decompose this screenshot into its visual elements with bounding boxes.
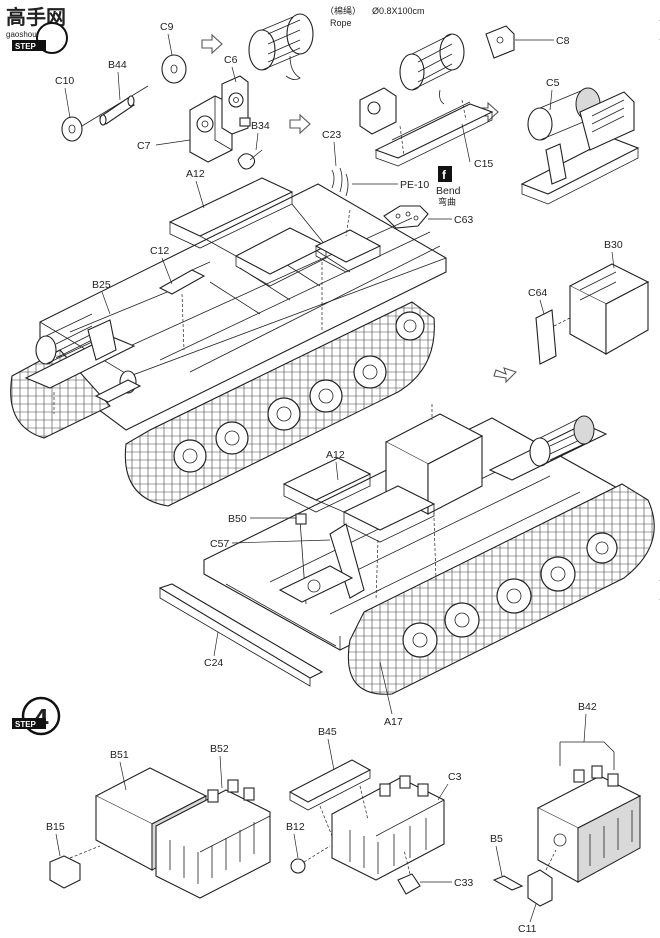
part-C10-disc [61, 116, 83, 142]
hull-assembly-upper [10, 177, 447, 507]
label-C8: C8 [556, 35, 570, 47]
rope-label-size: Ø0.8X100cm [372, 6, 425, 16]
label-C9: C9 [160, 21, 174, 33]
label-C24: C24 [204, 657, 223, 669]
part-engine-B42 [536, 741, 642, 883]
label-PE-10: PE-10 [400, 179, 429, 191]
label-B42: B42 [578, 701, 597, 713]
label-C33: C33 [454, 877, 473, 889]
step-word-upper: STEP [15, 42, 37, 51]
hull-assembly-lower [158, 404, 655, 695]
label-C6: C6 [224, 54, 238, 66]
label-C63: C63 [454, 214, 473, 226]
bend-icon: f [442, 168, 447, 182]
label-B44: B44 [108, 59, 127, 71]
part-B44-axle [81, 85, 149, 127]
watermark-logo: 高手网 gaoshou.com [6, 5, 66, 39]
step-4-word: STEP [15, 720, 37, 729]
label-C11: C11 [518, 923, 537, 935]
label-C64: C64 [528, 287, 547, 299]
part-engine-B51-B52 [94, 767, 271, 899]
label-B50: B50 [228, 513, 247, 525]
part-C5-winch [520, 87, 640, 205]
label-B34: B34 [251, 120, 270, 132]
part-C33 [397, 849, 421, 895]
bend-note: f Bend 弯曲 [436, 166, 461, 207]
part-C11 [527, 849, 557, 907]
part-C63-plate [383, 205, 429, 229]
part-B30-box [568, 263, 650, 355]
watermark-url: gaoshou.com [6, 30, 54, 39]
label-C12: C12 [150, 245, 169, 257]
label-C15: C15 [474, 158, 493, 170]
label-C3: C3 [448, 771, 462, 783]
label-C7: C7 [137, 140, 151, 152]
rope-label-cn: （棉绳） [325, 5, 361, 16]
step-4-badge: 4 STEP [12, 696, 61, 736]
part-B34-fitting [237, 149, 263, 170]
flow-arrow-2 [289, 113, 311, 135]
label-B5: B5 [490, 833, 503, 845]
bend-label-en: Bend [436, 185, 461, 197]
label-B30: B30 [604, 239, 623, 251]
part-C23-PE10 [331, 167, 349, 197]
flow-arrow-4 [493, 367, 518, 384]
step-badge-upper: STEP [12, 22, 68, 54]
part-C64-plate [535, 309, 571, 365]
label-B52: B52 [210, 743, 229, 755]
label-A12-upper: A12 [186, 168, 205, 180]
label-C10: C10 [55, 75, 74, 87]
winch-assembly-middle [359, 25, 515, 167]
label-B51: B51 [110, 749, 129, 761]
part-B5 [492, 875, 524, 891]
label-A12-lower: A12 [326, 449, 345, 461]
label-B25: B25 [92, 279, 111, 291]
label-C5: C5 [546, 77, 560, 89]
rope-label-en: Rope [330, 18, 352, 28]
label-A17: A17 [384, 716, 403, 728]
part-engine-B45-C3 [288, 759, 445, 881]
label-C23: C23 [322, 129, 341, 141]
part-B12 [290, 845, 331, 874]
label-B15: B15 [46, 821, 65, 833]
part-C9-disc [161, 54, 187, 84]
part-C6-C7-housing [189, 75, 251, 163]
part-B15 [49, 845, 101, 889]
label-B45: B45 [318, 726, 337, 738]
bend-label-cn: 弯曲 [438, 196, 456, 207]
flow-arrow-1 [201, 33, 223, 55]
label-B12: B12 [286, 821, 305, 833]
label-C57: C57 [210, 538, 229, 550]
rope-spool [248, 13, 314, 80]
